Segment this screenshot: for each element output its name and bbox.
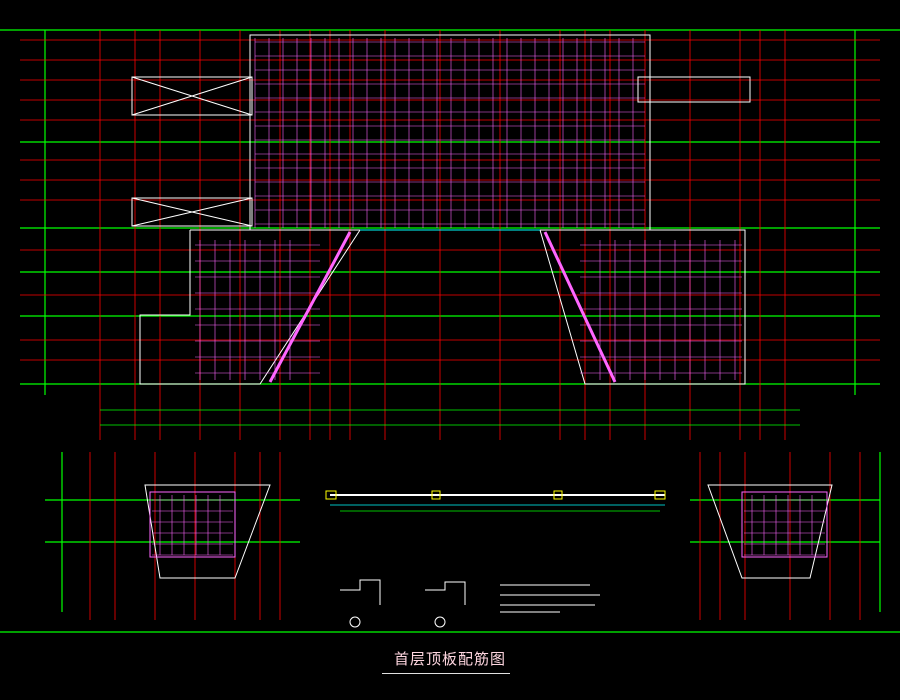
title-underline <box>382 673 510 674</box>
lower-wing-right <box>707 484 833 579</box>
beam-detail <box>325 490 666 512</box>
lower-wing-rebar <box>152 495 825 556</box>
section-sketches <box>340 579 600 628</box>
middle-wings <box>139 229 746 385</box>
axis-grid <box>20 30 880 620</box>
drawing-title: 首层顶板配筋图 <box>393 650 506 668</box>
lower-wing-left <box>144 484 271 579</box>
upper-block-outline <box>131 34 751 231</box>
wing-rebar-grid <box>195 240 742 380</box>
dimension-strip <box>100 409 800 426</box>
upper-slab-grid <box>254 38 645 228</box>
